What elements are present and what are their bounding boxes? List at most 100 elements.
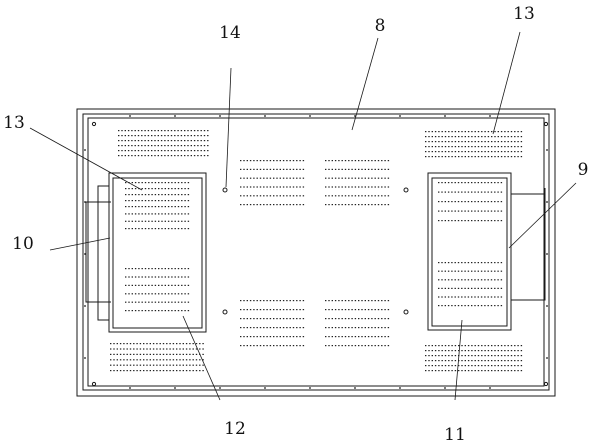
vent-hole [477,131,480,133]
vent-hole [458,146,460,148]
vent-hole [334,186,337,188]
vent-hole [474,305,476,307]
vent-hole [289,318,291,320]
vent-hole [289,160,291,162]
vent-hole [500,136,503,138]
vent-hole [474,270,476,272]
vent-hole [184,268,186,270]
vent-hole [243,309,245,311]
vent-hole [328,168,330,170]
vent-hole [170,135,173,137]
vent-hole [138,220,140,222]
vent-hole [374,336,376,338]
vent-hole [151,188,153,190]
vent-hole [497,210,499,212]
vent-hole [167,301,170,303]
vent-hole [520,350,523,352]
vent-hole [123,353,125,355]
vent-hole [438,305,440,307]
vent-hole [428,136,430,138]
vent-hole [279,318,281,320]
vent-hole [176,343,178,345]
vent-hole [387,336,390,338]
vent-hole [471,156,473,158]
vent-hole [138,268,140,270]
vent-hole [434,136,437,138]
vent-hole [189,364,191,366]
vent-hole [148,213,150,215]
vent-hole [131,310,133,312]
vent-hole [131,293,133,295]
vent-hole [176,370,178,372]
vent-hole [381,177,383,179]
vent-hole [448,136,450,138]
vent-hole [481,360,483,362]
vent-hole [514,131,516,133]
vent-hole [447,191,450,193]
vent-hole [181,310,183,312]
vent-hole [384,195,386,197]
vent-hole [361,300,363,302]
vent-hole [494,350,496,352]
vent-hole [428,131,430,133]
vent-hole [187,301,190,303]
vent-hole [181,188,183,190]
edge-screw [546,149,548,151]
vent-hole [451,131,453,133]
vent-hole [325,318,327,320]
vent-hole [246,327,248,329]
vent-hole [341,336,343,338]
vent-hole [497,156,499,158]
vent-hole [147,135,150,137]
vent-hole [269,318,272,320]
vent-hole [134,301,137,303]
vent-hole [133,348,135,350]
vent-hole [263,300,265,302]
vent-hole [187,140,189,142]
vent-hole [181,200,183,202]
vent-hole [461,296,463,298]
vent-hole [451,156,453,158]
vent-hole [249,204,252,206]
vent-hole [374,309,376,311]
vent-hole [197,130,199,132]
vent-hole [500,210,503,212]
vent-hole [148,268,150,270]
vent-hole [520,141,523,143]
vent-hole [131,140,133,142]
vent-hole [500,262,503,264]
vent-hole [454,156,457,158]
vent-hole [266,160,268,162]
vent-hole [448,131,450,133]
vent-hole [351,204,353,206]
vent-hole [167,145,169,147]
vent-hole [158,220,160,222]
vent-hole [158,182,160,184]
vent-hole [161,276,163,278]
vent-hole [289,345,291,347]
vent-hole [161,268,163,270]
vent-hole [279,177,281,179]
vent-hole [172,343,175,345]
vent-hole [494,287,496,289]
vent-hole [243,186,245,188]
vent-hole [134,155,136,157]
vent-hole [371,168,373,170]
vent-hole [144,140,146,142]
vent-hole [510,156,513,158]
vent-hole [384,309,386,311]
vent-hole [341,327,343,329]
vent-hole [364,195,366,197]
vent-hole [134,182,137,184]
vent-hole [128,268,130,270]
vent-hole [464,270,466,272]
vent-hole [167,276,170,278]
vent-hole [141,228,143,230]
vent-hole [510,146,513,148]
vent-hole [184,188,186,190]
vent-hole [180,135,183,137]
vent-hole [190,135,192,137]
vent-hole [487,370,490,372]
vent-hole [184,293,186,295]
vent-hole [461,370,463,372]
